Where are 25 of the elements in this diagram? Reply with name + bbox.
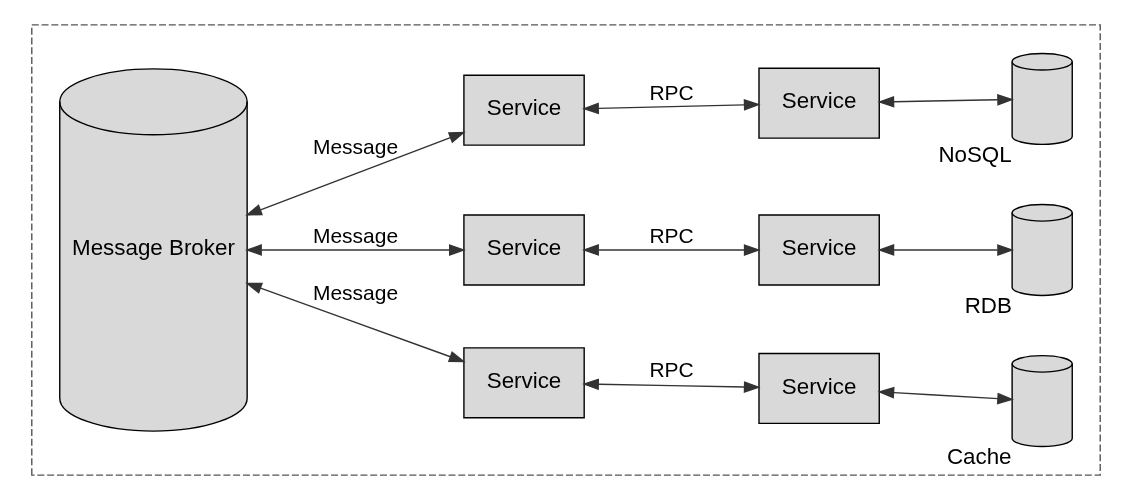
node-label: Cache (946, 444, 1012, 470)
arrow (876, 386, 1014, 405)
edge-label: Message (312, 281, 398, 305)
edge-label: Message (312, 224, 398, 248)
edge-label: RPC (648, 224, 694, 248)
arrow (581, 244, 761, 256)
node-box: Service (462, 74, 585, 146)
node-label: NoSQL (937, 142, 1012, 168)
edge-label: RPC (648, 81, 694, 105)
arrow (244, 131, 466, 216)
node-box: Service (757, 214, 880, 286)
arrow (876, 93, 1014, 108)
node-box: Service (462, 214, 585, 286)
arrow (581, 99, 761, 115)
node-box: Service (757, 67, 880, 139)
node-box: Service (757, 352, 880, 425)
node-label: RDB (964, 293, 1012, 319)
arrow (581, 378, 761, 393)
cluster (30, 24, 1101, 476)
arrow (876, 244, 1014, 256)
edge-label: Message (312, 134, 398, 158)
arrow (244, 244, 466, 256)
edge-label: RPC (648, 358, 694, 382)
node-box: Service (462, 347, 585, 419)
arrow (244, 282, 466, 363)
